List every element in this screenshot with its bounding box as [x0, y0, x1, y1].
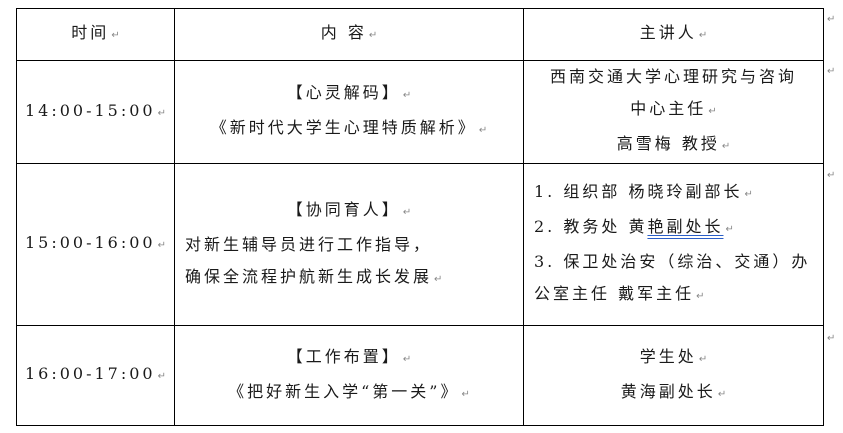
row-end-mark-icon: ↵ [827, 333, 836, 344]
content-cell: 【工作布置】↵ 《把好新生入学“第一关”》↵ [174, 325, 524, 426]
row-end-mark-icon: ↵ [827, 66, 836, 77]
speaker-line: 公室主任 戴军主任↵ [534, 284, 705, 303]
paragraph-mark-icon: ↵ [434, 273, 443, 285]
paragraph-mark-icon: ↵ [157, 240, 166, 251]
table-header-row: 时间↵ 内 容↵ 主讲人↵ [16, 8, 824, 61]
header-content: 内 容↵ [174, 8, 524, 61]
paragraph-mark-icon: ↵ [111, 30, 120, 41]
table-row: 15:00-16:00↵ 【协同育人】↵ 对新生辅导员进行工作指导， 确保全流程… [16, 163, 824, 326]
table-row: 14:00-15:00↵ 【心灵解码】↵ 《新时代大学生心理特质解析》↵ 西南交… [16, 60, 824, 164]
paragraph-mark-icon: ↵ [698, 30, 708, 41]
time-cell: 16:00-17:00↵ [16, 325, 175, 426]
speaker-line: 高雪梅 教授↵ [616, 134, 731, 153]
time-cell: 14:00-15:00↵ [16, 60, 175, 164]
speaker-cell: 学生处↵ 黄海副处长↵ [523, 325, 824, 426]
paragraph-mark-icon: ↵ [698, 353, 708, 365]
content-line: 确保全流程护航新生成长发展↵ [185, 266, 443, 286]
paragraph-mark-icon: ↵ [478, 125, 488, 136]
speaker-line: 中心主任↵ [630, 99, 717, 118]
speaker-line: 3. 保卫处治安（综治、交通）办 [534, 252, 811, 271]
speaker-cell: 西南交通大学心理研究与咨询 中心主任↵ 高雪梅 教授↵ [523, 60, 824, 164]
paragraph-mark-icon: ↵ [461, 388, 470, 400]
speaker-line: 西南交通大学心理研究与咨询 [549, 67, 797, 86]
header-speaker: 主讲人↵ [523, 8, 824, 61]
speaker-line: 1. 组织部 杨晓玲副部长↵ [534, 182, 753, 201]
header-time: 时间↵ [16, 8, 175, 61]
content-title: 【工作布置】↵ [286, 346, 412, 366]
paragraph-mark-icon: ↵ [368, 30, 378, 41]
paragraph-mark-icon: ↵ [708, 106, 717, 117]
speaker-cell: 1. 组织部 杨晓玲副部长↵ 2. 教务处 黄艳副处长↵ 3. 保卫处治安（综治… [523, 163, 824, 326]
time-cell: 15:00-16:00↵ [16, 163, 175, 326]
paragraph-mark-icon: ↵ [696, 291, 705, 302]
paragraph-mark-icon: ↵ [725, 224, 734, 235]
content-line: 对新生辅导员进行工作指导， [185, 234, 433, 254]
paragraph-mark-icon: ↵ [402, 353, 412, 365]
paragraph-mark-icon: ↵ [717, 388, 727, 400]
table-row: 16:00-17:00↵ 【工作布置】↵ 《把好新生入学“第一关”》↵ 学生处↵… [16, 325, 824, 426]
paragraph-mark-icon: ↵ [402, 206, 412, 218]
content-title: 【协同育人】↵ [286, 199, 412, 219]
paragraph-mark-icon: ↵ [157, 107, 166, 119]
row-end-mark-icon: ↵ [827, 170, 836, 181]
speaker-line: 2. 教务处 黄艳副处长↵ [534, 217, 734, 236]
paragraph-mark-icon: ↵ [402, 90, 412, 101]
content-cell: 【协同育人】↵ 对新生辅导员进行工作指导， 确保全流程护航新生成长发展↵ [174, 163, 524, 326]
paragraph-mark-icon: ↵ [721, 141, 731, 152]
paragraph-mark-icon: ↵ [744, 189, 753, 200]
speaker-line: 黄海副处长↵ [620, 381, 727, 401]
paragraph-mark-icon: ↵ [157, 371, 166, 382]
speaker-line: 学生处↵ [639, 346, 708, 366]
schedule-table: 时间↵ 内 容↵ 主讲人↵ 14:00-15:00↵ 【心灵解码】↵ 《新时代大… [16, 8, 824, 426]
spellcheck-underlined-text: 艳副处长 [647, 217, 724, 236]
row-end-mark-icon: ↵ [827, 14, 836, 25]
content-cell: 【心灵解码】↵ 《新时代大学生心理特质解析》↵ [174, 60, 524, 164]
content-line: 《把好新生入学“第一关”》↵ [228, 381, 470, 401]
content-line: 《新时代大学生心理特质解析》↵ [210, 118, 488, 137]
content-title: 【心灵解码】↵ [286, 83, 412, 102]
